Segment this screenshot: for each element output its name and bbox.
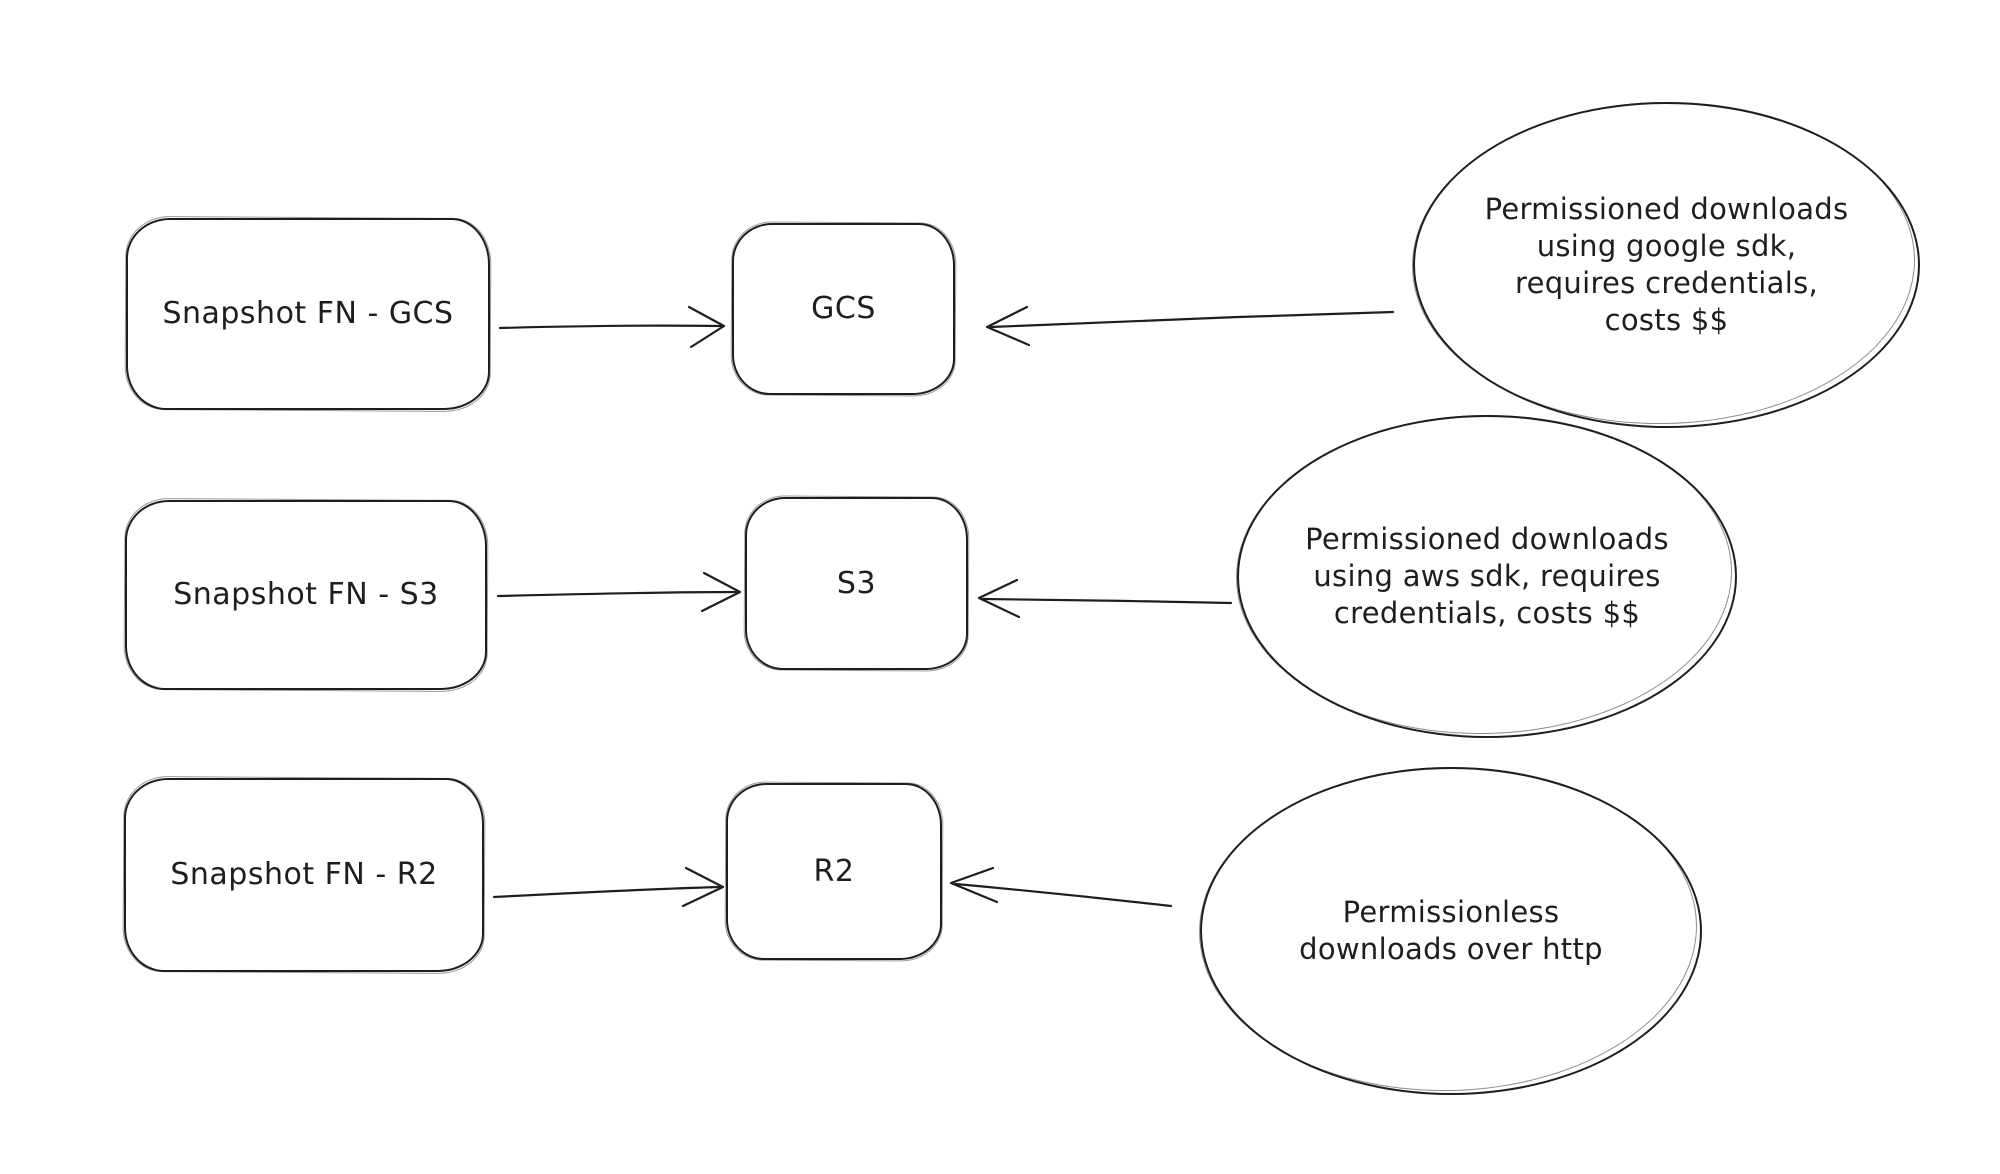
node-s3-bucket: S3 [745,497,968,670]
node-snapshot-fn-s3-label: Snapshot FN - S3 [173,577,439,612]
note-s3-downloads-text: Permissioned downloads using aws sdk, re… [1305,522,1669,630]
arrow-snapshot-s3-to-s3 [496,571,742,613]
arrow-snapshot-r2-to-r2 [492,866,725,908]
node-r2-bucket: R2 [726,783,942,960]
node-snapshot-fn-gcs-label: Snapshot FN - GCS [162,296,454,331]
note-gcs-downloads-text: Permissioned downloads using google sdk,… [1484,192,1849,337]
note-s3-downloads: Permissioned downloads using aws sdk, re… [1237,415,1737,738]
arrow-snapshot-gcs-to-gcs [498,305,726,349]
node-gcs-bucket-label: GCS [811,291,876,326]
node-snapshot-fn-s3: Snapshot FN - S3 [125,500,487,690]
note-r2-downloads: Permissionless downloads over http [1200,767,1702,1095]
node-snapshot-fn-gcs: Snapshot FN - GCS [126,218,490,410]
arrow-note-s3-to-s3 [977,578,1233,619]
node-snapshot-fn-r2-label: Snapshot FN - R2 [170,857,438,892]
arrow-note-r2-to-r2 [949,866,1173,908]
node-snapshot-fn-r2: Snapshot FN - R2 [124,778,484,972]
node-r2-bucket-label: R2 [813,853,855,889]
note-gcs-downloads: Permissioned downloads using google sdk,… [1413,102,1920,428]
node-s3-bucket-label: S3 [836,565,877,601]
note-r2-downloads-text: Permissionless downloads over http [1299,895,1603,966]
arrow-note-gcs-to-gcs [985,305,1395,347]
node-gcs-bucket: GCS [732,223,955,395]
